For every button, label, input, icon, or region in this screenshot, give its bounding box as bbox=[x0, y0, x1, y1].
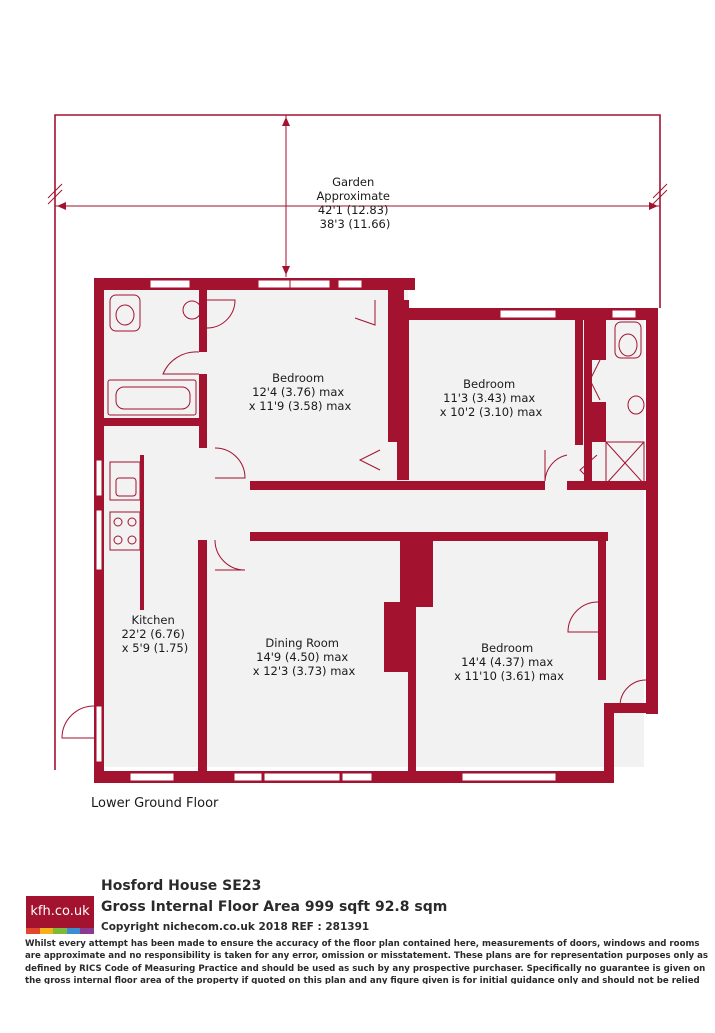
room-label-bedroom-1: Bedroom 12'4 (3.76) max x 11'9 (3.58) ma… bbox=[249, 371, 352, 413]
logo-stripes bbox=[26, 928, 94, 934]
kfh-logo: kfh.co.uk bbox=[26, 896, 94, 934]
room-label-garden: Garden Approximate 42'1 (12.83) 38'3 (11… bbox=[316, 175, 393, 231]
logo-stripe bbox=[66, 928, 81, 934]
break-marks bbox=[47, 183, 668, 205]
copyright: Copyright nichecom.co.uk 2018 REF : 2813… bbox=[101, 921, 370, 933]
room-label-kitchen: Kitchen 22'2 (6.76) x 5'9 (1.75) bbox=[121, 613, 188, 655]
room-labels: Garden Approximate 42'1 (12.83) 38'3 (11… bbox=[121, 175, 564, 683]
interior-floor bbox=[103, 289, 644, 767]
disclaimer: Whilst every attempt has been made to en… bbox=[25, 939, 709, 984]
property-title: Hosford House SE23 bbox=[101, 878, 262, 894]
logo-stripe bbox=[80, 928, 94, 934]
dimension-arrows bbox=[57, 117, 658, 275]
windows bbox=[95, 279, 637, 782]
logo-stripe bbox=[39, 928, 54, 934]
room-label-bedroom-2: Bedroom 11'3 (3.43) max x 10'2 (3.10) ma… bbox=[440, 377, 543, 419]
room-label-dining-room: Dining Room 14'9 (4.50) max x 12'3 (3.73… bbox=[253, 636, 356, 678]
logo-stripe bbox=[53, 928, 67, 934]
room-label-bedroom-3: Bedroom 14'4 (4.37) max x 11'10 (3.61) m… bbox=[454, 641, 564, 683]
logo-text: kfh.co.uk bbox=[26, 896, 94, 928]
fixtures bbox=[107, 294, 645, 551]
logo-stripe bbox=[26, 928, 40, 934]
floor-plan: Garden Approximate 42'1 (12.83) 38'3 (11… bbox=[47, 114, 668, 783]
floor-area: Gross Internal Floor Area 999 sqft 92.8 … bbox=[101, 899, 448, 915]
floor-label: Lower Ground Floor bbox=[91, 796, 219, 811]
garden-boundary bbox=[54, 114, 661, 770]
doors bbox=[61, 299, 647, 739]
